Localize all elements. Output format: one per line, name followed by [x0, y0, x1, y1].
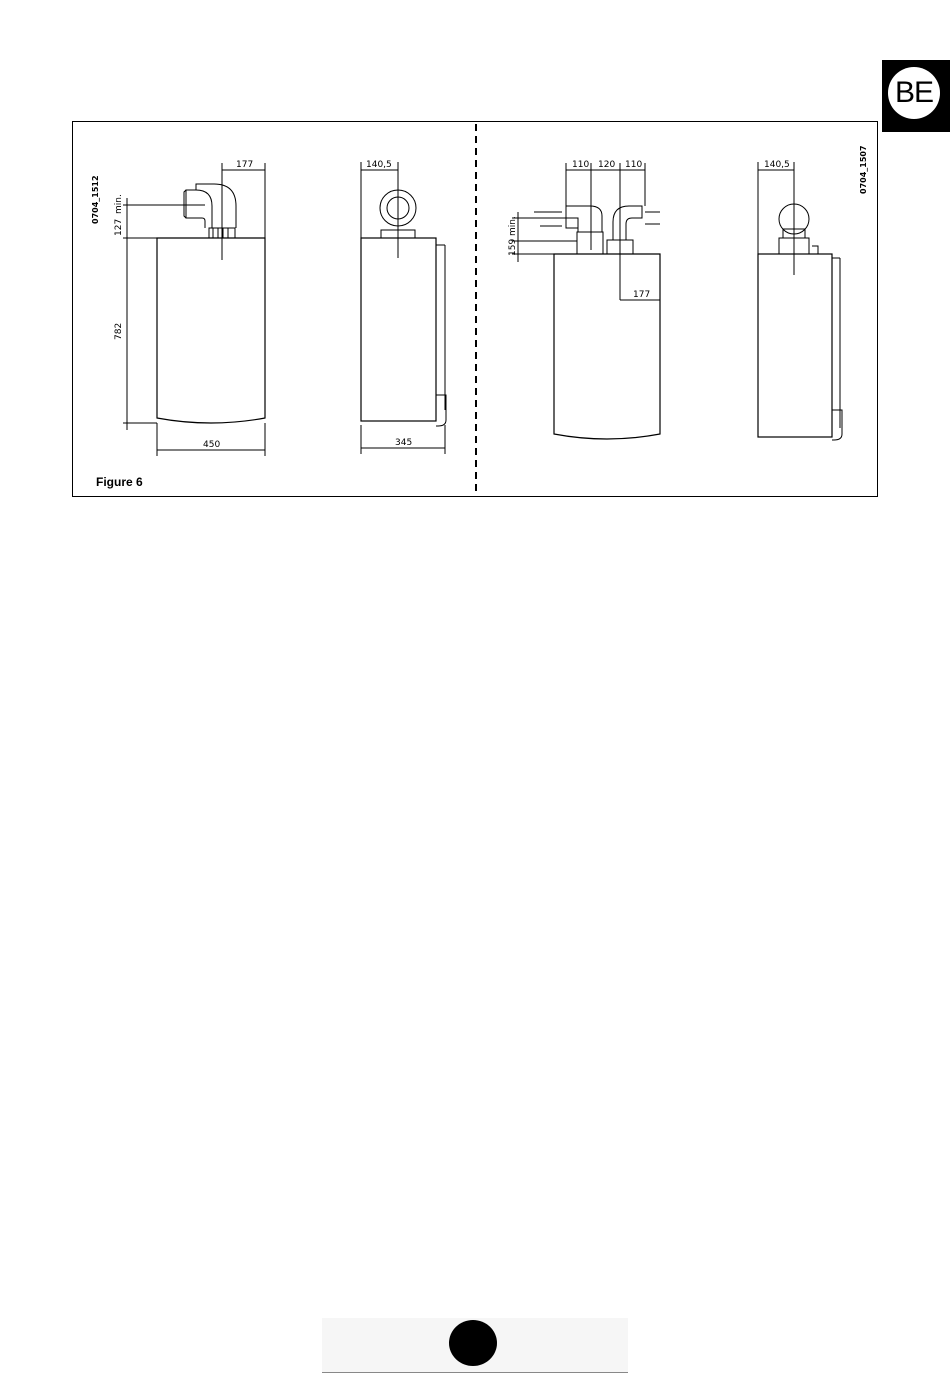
right-drawing-code: 0704_1507: [859, 145, 868, 194]
dim-right-front-spacing-b: 120: [598, 160, 615, 170]
dim-left-front-upper: 127: [114, 219, 124, 236]
left-front-view: [123, 163, 265, 456]
dim-left-front-min: min.: [114, 194, 124, 214]
left-drawing-code: 0704_1512: [91, 175, 100, 224]
dim-left-front-width: 450: [203, 440, 220, 450]
dim-left-side-depth: 345: [395, 438, 412, 448]
dim-right-side-offset: 140,5: [764, 160, 790, 170]
right-side-view: [758, 162, 842, 440]
dim-left-front-offset: 177: [236, 160, 253, 170]
right-front-view: [512, 163, 660, 439]
dim-left-side-offset: 140,5: [366, 160, 392, 170]
dim-right-front-min: min.: [508, 216, 518, 236]
dim-right-front-spacing-a: 110: [572, 160, 589, 170]
figure-caption: Figure 6: [96, 475, 143, 489]
dim-right-front-upper: 159: [508, 239, 518, 256]
page-number-dot: [449, 1320, 497, 1366]
dim-right-front-spacing-c: 110: [625, 160, 642, 170]
dim-left-front-height: 782: [114, 323, 124, 340]
left-side-view: [361, 162, 446, 454]
dim-right-front-offset: 177: [633, 290, 650, 300]
